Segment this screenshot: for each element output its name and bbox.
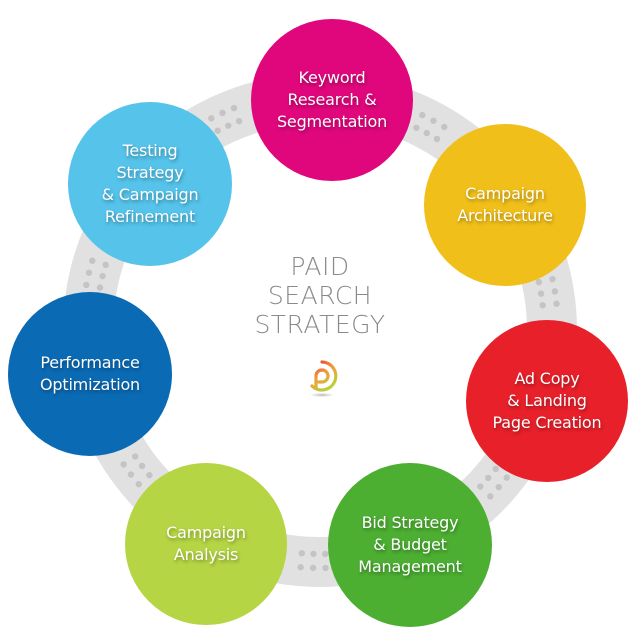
step-label: Testing Strategy & Campaign Refinement [101, 141, 199, 226]
arrow-dot-decoration [441, 123, 448, 131]
arrow-dot-decoration [99, 272, 106, 280]
arrow-dot-decoration [430, 117, 437, 124]
arrow-dot-decoration [214, 127, 221, 134]
step-label: Ad Copy & Landing Page Creation [492, 369, 602, 432]
arrow-dot-decoration [225, 122, 232, 129]
step-ad-copy-landing-page[interactable]: Ad Copy & Landing Page Creation [466, 320, 628, 482]
step-performance-optimization[interactable]: Performance Optimization [8, 292, 172, 456]
arrow-dot-decoration [235, 117, 243, 125]
arrow-dot-decoration [495, 483, 502, 491]
title-line-3: STRATEGY [254, 310, 386, 339]
arrow-dot-decoration [96, 284, 104, 291]
arrow-dot-decoration [433, 135, 441, 143]
step-label: Bid Strategy & Budget Management [358, 513, 462, 576]
arrow-dot-decoration [85, 269, 93, 276]
arrow-dot-decoration [131, 453, 139, 460]
arrow-dot-decoration [419, 111, 426, 119]
center-title: PAID SEARCH STRATEGY [220, 252, 420, 339]
arrow-dot-decoration [322, 564, 329, 572]
step-campaign-analysis[interactable]: Campaign Analysis [125, 463, 287, 625]
arrow-dot-decoration [551, 288, 559, 295]
arrow-dot-decoration [309, 564, 317, 572]
arrow-dot-decoration [549, 275, 556, 283]
arrow-dot-decoration [537, 290, 545, 297]
arrow-dot-decoration [487, 493, 494, 500]
arrow-dot-decoration [298, 550, 305, 557]
arrow-dot-decoration [423, 129, 430, 137]
step-label: Campaign Architecture [457, 184, 553, 225]
arrow-dot-decoration [503, 474, 510, 481]
arrow-dot-decoration [553, 300, 560, 307]
arrow-dot-decoration [230, 104, 238, 112]
arrow-dot-decoration [135, 481, 142, 488]
arrow-dot-decoration [539, 302, 546, 309]
arrow-dot-decoration [219, 109, 226, 117]
title-line-1: PAID [290, 252, 350, 281]
step-keyword-research[interactable]: Keyword Research & Segmentation [251, 19, 413, 181]
arrow-dot-decoration [102, 261, 109, 269]
arrow-dot-decoration [83, 281, 90, 289]
arrow-dot-decoration [89, 257, 96, 264]
arrow-dot-decoration [120, 461, 127, 468]
arrow-dot-decoration [208, 115, 215, 122]
arrow-dot-decoration [310, 550, 317, 558]
arrow-dot-decoration [413, 124, 420, 131]
arrow-dot-decoration [477, 483, 484, 490]
arrow-dot-decoration [492, 465, 499, 473]
arrow-dot-decoration [322, 550, 329, 558]
step-label: Performance Optimization [40, 353, 140, 394]
arrow-dot-decoration [127, 471, 135, 478]
step-testing-strategy[interactable]: Testing Strategy & Campaign Refinement [68, 102, 232, 266]
arrow-dot-decoration [535, 278, 543, 286]
step-label: Keyword Research & Segmentation [276, 68, 388, 131]
step-bid-strategy-budget[interactable]: Bid Strategy & Budget Management [328, 463, 492, 627]
arrow-dot-decoration [138, 462, 146, 470]
title-line-2: SEARCH [267, 281, 373, 310]
step-label: Campaign Analysis [166, 523, 246, 564]
p-spiral-logo-icon [310, 360, 338, 397]
step-campaign-architecture[interactable]: Campaign Architecture [424, 124, 586, 286]
arrow-dot-decoration [297, 564, 304, 571]
arrow-dot-decoration [146, 471, 153, 479]
arrow-dot-decoration [485, 474, 492, 482]
